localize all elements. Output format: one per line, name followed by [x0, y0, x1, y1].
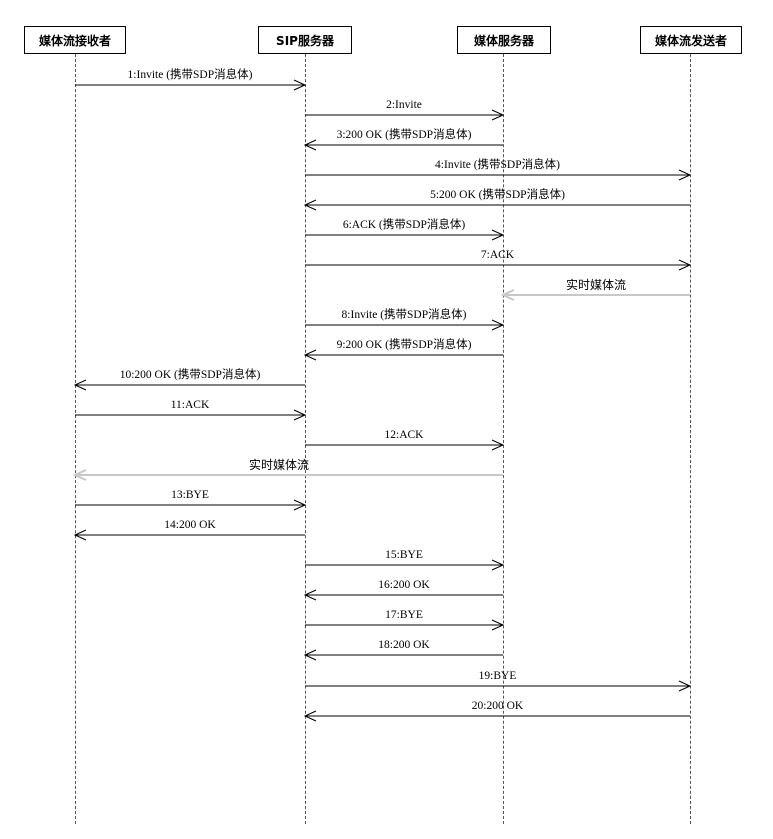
message-arrow [305, 109, 505, 121]
arrow-head [293, 499, 307, 511]
participant-label: 媒体服务器 [473, 33, 534, 48]
participant-sender: 媒体流发送者 [640, 26, 742, 54]
arrow-head [293, 409, 307, 421]
message-label: 20:200 OK [471, 700, 524, 712]
message-label: 10:200 OK (携带SDP消息体) [119, 369, 261, 381]
message-label: 14:200 OK [164, 519, 216, 531]
arrow-head [303, 710, 317, 722]
message-arrow [73, 529, 305, 541]
arrow-head [73, 529, 87, 541]
arrow-head [500, 289, 515, 301]
lifeline-media-server [503, 54, 504, 824]
message-arrow [305, 169, 692, 181]
message-label: 2:Invite [386, 99, 422, 111]
arrow-head [303, 649, 317, 661]
arrow-head [303, 139, 317, 151]
message-arrow [305, 559, 505, 571]
media-stream-label: 实时媒体流 [248, 458, 310, 472]
participant-media-server: 媒体服务器 [457, 26, 551, 54]
arrow-head [72, 469, 87, 481]
message-arrow [305, 229, 505, 241]
message-arrow [303, 349, 503, 361]
arrow-head [303, 199, 317, 211]
arrow-head [678, 169, 692, 181]
message-arrow [75, 499, 307, 511]
message-label: 16:200 OK [378, 579, 430, 591]
participant-label: 媒体流发送者 [654, 33, 727, 48]
arrow-head [491, 319, 505, 331]
message-arrow [73, 379, 305, 391]
message-arrow [303, 589, 503, 601]
message-arrow [303, 710, 690, 722]
message-arrow [305, 319, 505, 331]
message-label: 8:Invite (携带SDP消息体) [341, 309, 467, 321]
media-stream-label: 实时媒体流 [565, 278, 627, 292]
message-label: 6:ACK (携带SDP消息体) [342, 219, 466, 231]
participant-label: 媒体流接收者 [38, 33, 111, 48]
message-label: 9:200 OK (携带SDP消息体) [336, 339, 472, 351]
message-arrow [303, 199, 690, 211]
arrow-head [303, 589, 317, 601]
message-arrow [303, 139, 503, 151]
arrow-head [491, 229, 505, 241]
participant-receiver: 媒体流接收者 [24, 26, 126, 54]
message-label: 11:ACK [170, 399, 210, 411]
message-label: 1:Invite (携带SDP消息体) [127, 69, 253, 81]
arrow-head [678, 259, 692, 271]
arrow-head [491, 619, 505, 631]
lifeline-receiver [75, 54, 76, 824]
arrow-head [303, 349, 317, 361]
arrow-head [73, 379, 87, 391]
message-label: 5:200 OK (携带SDP消息体) [430, 189, 565, 201]
message-label: 7:ACK [480, 249, 515, 261]
message-arrow [305, 680, 692, 692]
message-arrow [75, 409, 307, 421]
lifeline-sip-server [305, 54, 306, 824]
message-arrow [305, 259, 692, 271]
arrow-head [293, 79, 307, 91]
message-arrow [305, 439, 505, 451]
message-arrow [303, 649, 503, 661]
arrow-head [491, 559, 505, 571]
message-label: 13:BYE [171, 489, 209, 501]
media-stream-arrow [500, 289, 690, 301]
message-arrow [75, 79, 307, 91]
arrow-head [491, 109, 505, 121]
message-label: 15:BYE [385, 549, 423, 561]
arrow-head [678, 680, 692, 692]
media-stream-arrow [72, 469, 503, 481]
participant-sip-server: SIP服务器 [258, 26, 352, 54]
message-label: 19:BYE [478, 670, 517, 682]
message-label: 4:Invite (携带SDP消息体) [435, 159, 560, 171]
message-label: 18:200 OK [378, 639, 430, 651]
arrow-head [491, 439, 505, 451]
participant-label: SIP服务器 [276, 33, 334, 48]
message-label: 12:ACK [384, 429, 424, 441]
message-arrow [305, 619, 505, 631]
message-label: 17:BYE [385, 609, 423, 621]
message-label: 3:200 OK (携带SDP消息体) [336, 129, 472, 141]
lifeline-sender [690, 54, 691, 824]
